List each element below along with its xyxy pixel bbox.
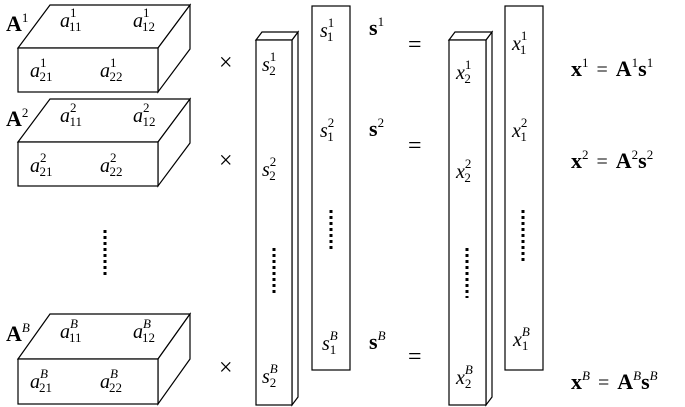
matrix-front-face xyxy=(17,141,159,187)
equation-text: xB = ABsB xyxy=(571,367,658,394)
equals-sign: = xyxy=(408,344,422,370)
matrix-front-face xyxy=(17,358,159,405)
s-label: s1 xyxy=(369,14,384,40)
s-front-side xyxy=(291,30,299,407)
s-front-top xyxy=(254,31,300,41)
x-front-side xyxy=(485,30,493,407)
times-sign: × xyxy=(219,355,233,381)
x-front-top xyxy=(447,31,494,41)
equation-2: x2 = A2s2 xyxy=(571,146,653,173)
equals-sign: = xyxy=(408,133,422,159)
times-sign: × xyxy=(219,148,233,174)
equation-text: x1 = A1s1 xyxy=(571,54,653,81)
equation-1: x1 = A1s1 xyxy=(571,54,653,81)
matrix-front-face xyxy=(17,47,159,93)
x-front-column xyxy=(448,39,487,406)
s-back-column xyxy=(311,5,351,371)
times-sign: × xyxy=(219,50,233,76)
equation-B: xB = ABsB xyxy=(571,367,658,394)
equals-sign: = xyxy=(408,32,422,58)
x-back-column xyxy=(504,5,544,371)
s-label: s2 xyxy=(369,115,384,141)
matrix-label: AB xyxy=(6,320,30,346)
matrix-label: A1 xyxy=(6,10,28,36)
s-front-column xyxy=(255,39,293,406)
s-label: sB xyxy=(369,328,386,354)
equation-text: x2 = A2s2 xyxy=(571,146,653,173)
matrix-label: A2 xyxy=(6,105,28,131)
